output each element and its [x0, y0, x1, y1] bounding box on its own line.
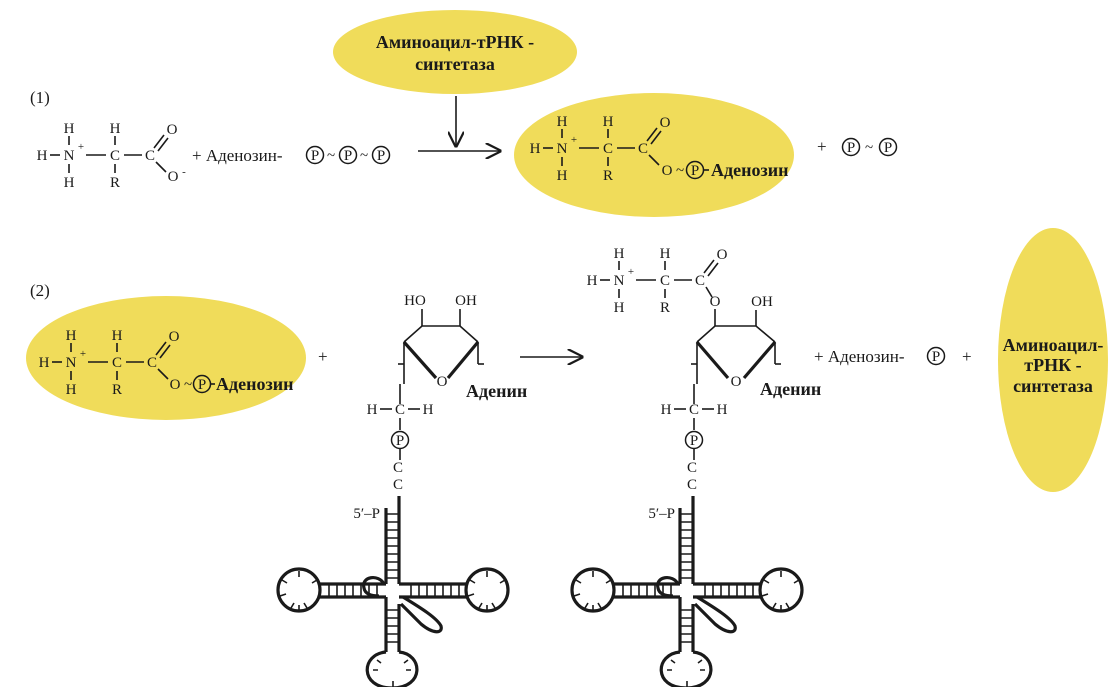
- adenine-label: Аденин: [466, 381, 527, 401]
- step1-label: (1): [30, 88, 50, 107]
- adenine-label: Аденин: [760, 379, 821, 399]
- plus-sign: +: [817, 137, 827, 156]
- phosphate-circle-icon: [841, 137, 861, 157]
- phosphate-circle-icon: [685, 160, 705, 180]
- svg-text:P: P: [847, 140, 855, 156]
- enzyme-label-top: Аминоацил-тРНК - синтетаза: [376, 32, 534, 74]
- svg-text:HO: HO: [404, 293, 426, 309]
- enzyme-highlight-top: [333, 10, 577, 94]
- svg-text:~: ~: [327, 148, 335, 164]
- atp-phosphates: P ~ P ~ P: [305, 145, 391, 165]
- plus-sign: +: [318, 347, 328, 366]
- plus-sign: +: [962, 347, 972, 366]
- svg-text:P: P: [344, 148, 352, 164]
- svg-text:C: C: [689, 402, 699, 418]
- svg-text:O: O: [731, 374, 742, 390]
- svg-text:Аденозин: Аденозин: [711, 160, 788, 180]
- pyrophosphate: P ~ P: [841, 137, 898, 157]
- svg-text:OH: OH: [751, 294, 773, 310]
- trna-reactant: HO OH O Аденин H C H P C C 5′–P: [276, 293, 527, 687]
- svg-text:~: ~: [865, 140, 873, 156]
- svg-text:OH: OH: [455, 293, 477, 309]
- five-prime-label: 5′–P: [648, 506, 675, 522]
- svg-text:P: P: [311, 148, 319, 164]
- svg-text:C: C: [393, 477, 403, 493]
- svg-text:C: C: [393, 460, 403, 476]
- phosphate-circle-icon: [305, 145, 325, 165]
- trna-cloverleaf-icon: [276, 494, 510, 687]
- phosphate-circle-icon: [192, 374, 212, 394]
- svg-text:O: O: [662, 163, 673, 179]
- reactant-highlight-step2: [26, 296, 306, 420]
- enzyme-line-1: Аминоацил-тРНК -: [376, 32, 534, 52]
- enzyme-highlight-right: [998, 228, 1108, 492]
- product-highlight-step1: [514, 93, 794, 217]
- svg-text:H: H: [367, 402, 378, 418]
- enzyme-label-right: Аминоацил- тРНК - синтетаза: [1003, 335, 1104, 396]
- five-prime-label: 5′–P: [353, 506, 380, 522]
- step2-label: (2): [30, 281, 50, 300]
- trna-cloverleaf-icon: [570, 494, 804, 687]
- svg-text:C: C: [395, 402, 405, 418]
- svg-text:Аминоацил-: Аминоацил-: [1003, 335, 1104, 355]
- svg-text:C: C: [687, 477, 697, 493]
- phosphate-circle-icon: [684, 430, 704, 450]
- svg-text:P: P: [377, 148, 385, 164]
- phosphate-circle-icon: [390, 430, 410, 450]
- amino-acid-molecule: O -: [35, 120, 186, 192]
- amp-release-label: + Аденозин-: [814, 347, 905, 366]
- enzyme-line-2: синтетаза: [415, 54, 495, 74]
- svg-text:H: H: [717, 402, 728, 418]
- phosphate-circle-icon: [338, 145, 358, 165]
- svg-text:-: -: [182, 166, 186, 178]
- svg-text:P: P: [690, 433, 698, 449]
- svg-text:C: C: [687, 460, 697, 476]
- svg-text:P: P: [198, 377, 206, 393]
- svg-text:O: O: [710, 294, 721, 310]
- aminoacyl-amp-reactant: O ~ P Аденозин: [37, 327, 293, 399]
- atp-adenosine-label: + Аденозин-: [192, 146, 283, 165]
- svg-text:H: H: [423, 402, 434, 418]
- svg-text:P: P: [884, 140, 892, 156]
- svg-text:O: O: [170, 377, 181, 393]
- svg-text:~: ~: [676, 163, 684, 179]
- phosphate-circle-icon: [878, 137, 898, 157]
- svg-text:~: ~: [360, 148, 368, 164]
- phosphate-circle-icon: [371, 145, 391, 165]
- svg-text:H: H: [661, 402, 672, 418]
- svg-text:P: P: [932, 349, 940, 365]
- phosphate-circle-icon: [926, 346, 946, 366]
- svg-text:~: ~: [184, 377, 192, 393]
- svg-text:Аденозин: Аденозин: [216, 374, 293, 394]
- svg-text:P: P: [396, 433, 404, 449]
- svg-text:O: O: [437, 374, 448, 390]
- svg-text:синтетаза: синтетаза: [1013, 376, 1093, 396]
- aminoacyl-trna-product: O OH O Аденин H C H P C C 5′–P: [570, 245, 821, 687]
- aminoacyl-amp-molecule: O ~ P Аденозин: [528, 113, 788, 185]
- svg-text:тРНК -: тРНК -: [1024, 355, 1081, 375]
- svg-text:O: O: [168, 169, 179, 185]
- svg-text:P: P: [691, 163, 699, 179]
